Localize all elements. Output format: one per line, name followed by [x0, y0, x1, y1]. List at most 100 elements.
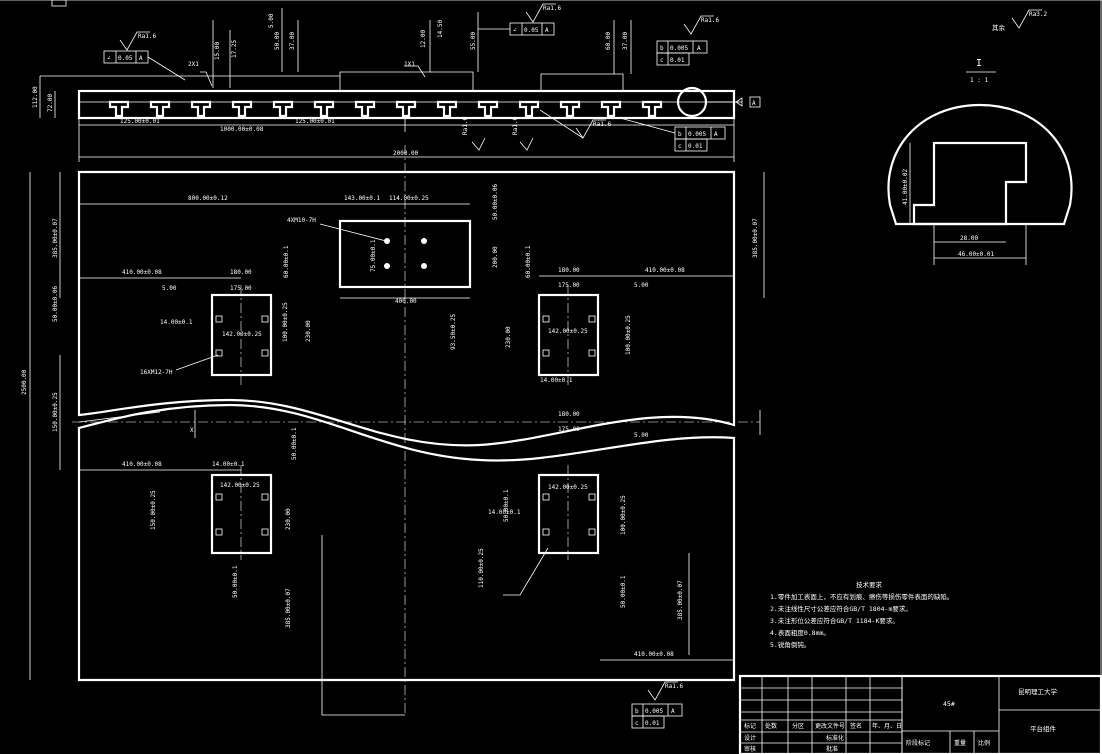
fcf-1-sym: ∠ [107, 55, 111, 62]
dim-h-72: 72.00 [47, 94, 54, 112]
title-block: 45# 昆明理工大学 平台组件 标记 处数 分区 更改文件号 签名 年、月、日 … [738, 674, 1102, 754]
tb-row-1-col-6: 年、月、日 [872, 722, 902, 730]
fcf-4-sym: c [660, 57, 664, 64]
fcf-4-tol: 0.01 [670, 57, 685, 64]
fcf-7-sym: b [635, 708, 639, 715]
frame-corner-mark [51, 0, 67, 7]
tb-row-2-col-1: 设计 [744, 734, 756, 742]
fcf-2-sym: ∠ [513, 27, 517, 34]
t-slot [354, 100, 376, 118]
lt-5: 5.00 [162, 285, 177, 292]
fcf-5-sym: b [678, 131, 682, 138]
rt-230: 230.00 [505, 326, 512, 348]
t-slot [641, 100, 663, 118]
dim-1000: 1000.00±0.08 [220, 126, 264, 133]
dim-h-112: 112.00 [32, 86, 39, 108]
tech-item-2: 2.未注线性尺寸公差应符合GB/T 1804-m要求。 [770, 604, 912, 613]
mount-right-top [537, 293, 600, 377]
ra-5: Ra1.6 [512, 117, 519, 135]
tb-row-4-col-4: 批准 [826, 745, 838, 753]
rb-385: 385.00±0.07 [677, 580, 684, 620]
plan-dimensions: 2500.00 385.00±0.07 385.00±0.07 150.00±0… [21, 172, 765, 716]
t-slot [600, 100, 622, 118]
ra-3: Ra1.6 [701, 17, 719, 24]
top-section-view: A [77, 71, 761, 120]
t-slot [231, 100, 253, 118]
lb-150: 150.00±0.25 [150, 490, 157, 530]
dim-400: 400.00 [395, 298, 417, 305]
dim-15: 15.00 [214, 42, 221, 60]
rt-180: 180.00 [558, 267, 580, 274]
hole-1 [384, 238, 390, 244]
t-slot [477, 100, 499, 118]
rb-410: 410.00±0.08 [634, 651, 674, 658]
gdt-frames-top: ∠ 0.05 A ∠ 0.05 A b 0.005 A c 0.01 b 0.0… [103, 22, 726, 152]
fcf-5-datum: A [714, 131, 718, 138]
t-slot [436, 100, 458, 118]
hole-3 [384, 263, 390, 269]
dim-14-5: 14.50 [437, 20, 444, 38]
title-block-grid [739, 675, 903, 754]
fcf-3-tol: 0.005 [670, 45, 688, 52]
tb-weight: 重量 [954, 739, 966, 747]
rb-142: 142.00±0.25 [548, 484, 588, 491]
lt-230: 230.00 [305, 320, 312, 342]
fcf-2-tol: 0.05 [524, 27, 539, 34]
dim-125-right: 125.00±0.01 [295, 118, 335, 125]
chamfer-1x1: 1X1 [404, 61, 415, 68]
tech-item-4: 4.表面粗度0.8mm。 [770, 628, 830, 637]
hole-note-left: 16XM12-7H [140, 369, 173, 376]
lb-50: 50.00±0.1 [232, 565, 239, 598]
dim-200: 200.00 [492, 246, 499, 268]
lb-230: 230.00 [285, 508, 292, 530]
ra-general-prefix: 其余 [992, 23, 1006, 32]
lb-50b: 50.00±0.1 [291, 427, 298, 460]
lb-410: 410.00±0.08 [122, 461, 162, 468]
tb-material: 45# [943, 700, 955, 708]
tb-part: 平台组件 [1030, 724, 1057, 733]
top-view-dimensions: 125.00±0.01 1000.00±0.08 125.00±0.01 200… [32, 8, 735, 162]
dim-5: 5.00 [268, 13, 275, 28]
dim-2500: 2500.00 [21, 369, 28, 395]
t-slot [395, 100, 417, 118]
dim-150-left: 150.00±0.25 [52, 392, 59, 432]
detail-label: I [976, 58, 982, 69]
fcf-7-tol: 0.005 [645, 708, 663, 715]
dim-75: 75.00±0.1 [370, 239, 377, 272]
tech-title: 技术要求 [856, 580, 883, 589]
detail-view-I: I 1 : 1 28.00 46.00±0.01 41.00±0.02 [887, 58, 1073, 265]
lt-14: 14.00±0.1 [160, 319, 193, 326]
gdt-frame-bottom: b 0.005 A c 0.01 Ra1.6 [631, 681, 683, 729]
lt-180: 180.00 [230, 269, 252, 276]
chamfer-2x1: 2X1 [188, 61, 199, 68]
ra-2: Ra1.6 [543, 5, 561, 12]
lt-100: 100.00±0.25 [282, 302, 289, 342]
detail-dim-46: 46.00±0.01 [958, 251, 995, 258]
dim-143: 143.00±0.1 [344, 195, 381, 202]
ra-6: Ra1.6 [593, 121, 611, 128]
tech-item-1: 1.零件加工表面上，不应有划痕、擦伤等损伤零件表面的缺陷。 [770, 592, 953, 601]
fcf-6-tol: 0.01 [688, 143, 703, 150]
tb-row-1-col-3: 分区 [792, 722, 804, 730]
ra-4: Ra1.6 [462, 117, 469, 135]
detail-dim-28: 28.00 [960, 235, 978, 242]
rt-60: 60.00±0.1 [525, 245, 532, 278]
fcf-8-sym: c [635, 720, 639, 727]
fcf-3-sym: b [660, 45, 664, 52]
lb-14: 14.00±0.1 [212, 461, 245, 468]
dim-800: 800.00±0.12 [188, 195, 228, 202]
datum-a-box [749, 96, 761, 108]
dim-37a: 37.00 [289, 32, 296, 50]
tb-school: 昆明理工大学 [1018, 687, 1058, 696]
fcf-2-datum: A [545, 27, 549, 34]
dim-385-right: 385.00±0.07 [752, 218, 759, 258]
rt-410: 410.00±0.08 [645, 267, 685, 274]
hole-2 [421, 238, 427, 244]
fcf-3-datum: A [697, 45, 701, 52]
tech-item-5: 5.锐角倒钝。 [770, 640, 810, 649]
lt-410: 410.00±0.08 [122, 269, 162, 276]
dim-12: 12.00 [420, 30, 427, 48]
ra-1: Ra1.6 [138, 33, 156, 40]
